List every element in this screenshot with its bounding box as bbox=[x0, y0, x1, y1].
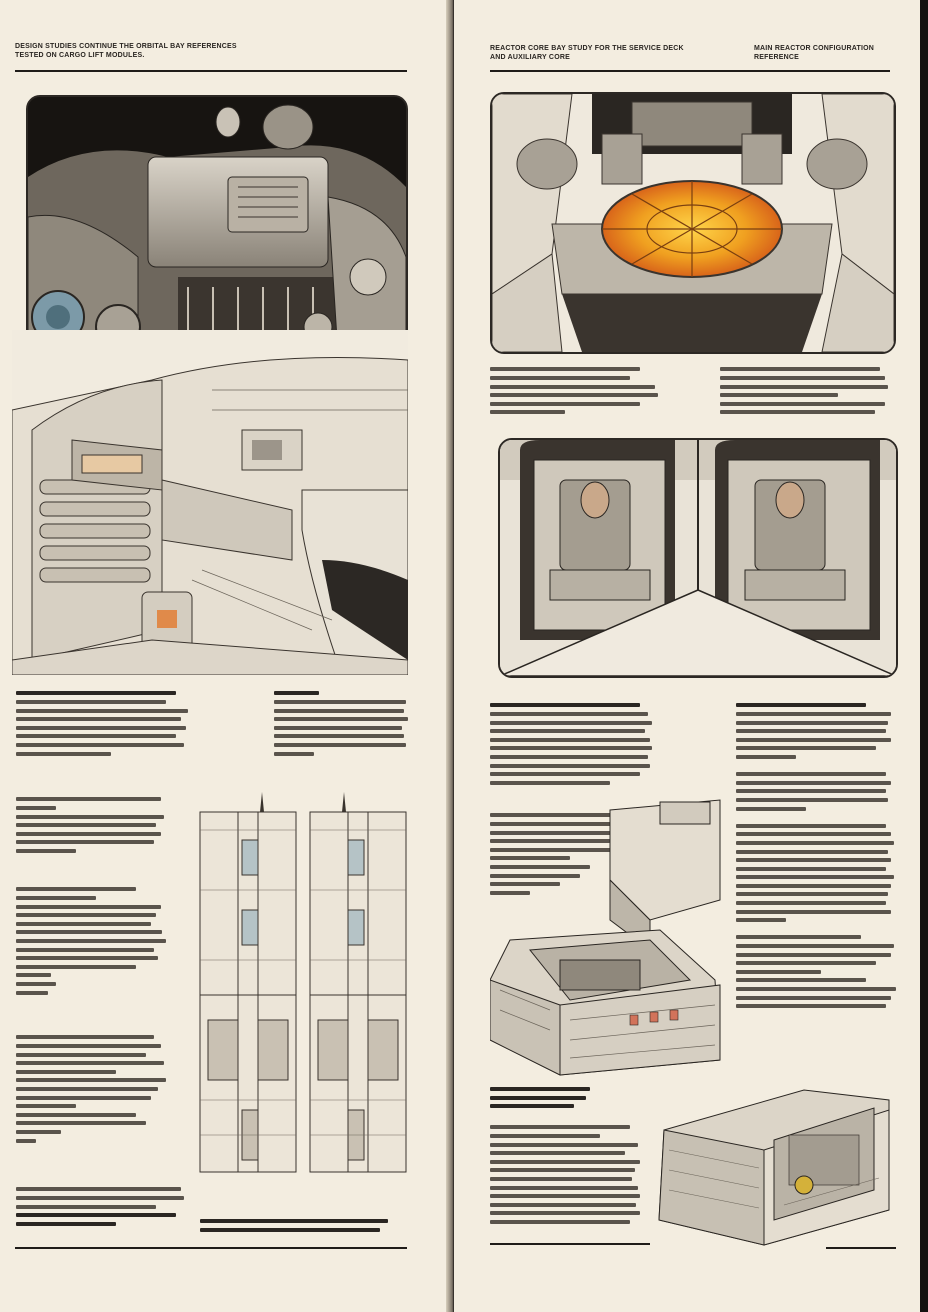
left-figure-caption bbox=[200, 1218, 390, 1235]
right-column-text-4 bbox=[490, 812, 640, 898]
right-page: REACTOR CORE BAY STUDY FOR THE SERVICE D… bbox=[454, 0, 928, 1312]
right-figure-caption bbox=[490, 1086, 600, 1112]
mech-engine-closeup-illustration bbox=[26, 95, 408, 357]
twin-crew-pods-illustration bbox=[498, 438, 898, 678]
left-header-rule bbox=[15, 70, 407, 72]
right-column-text-3 bbox=[490, 702, 660, 788]
page-edge-shadow bbox=[920, 0, 928, 1312]
right-column-text-2 bbox=[720, 366, 890, 418]
left-column-text-2 bbox=[274, 690, 409, 759]
left-header-line-2: TESTED ON CARGO LIFT MODULES. bbox=[15, 52, 145, 59]
left-header: DESIGN STUDIES CONTINUE THE ORBITAL BAY … bbox=[15, 42, 237, 60]
left-column-text-5 bbox=[16, 1034, 166, 1146]
left-header-line-1: DESIGN STUDIES CONTINUE THE ORBITAL BAY … bbox=[15, 43, 237, 50]
right-footer-rule-left bbox=[490, 1243, 650, 1245]
heavy-transport-vehicle-illustration bbox=[490, 790, 726, 1080]
right-column-text-1 bbox=[490, 366, 670, 418]
right-column-text-5 bbox=[736, 702, 896, 1011]
left-footer-rule bbox=[15, 1247, 407, 1249]
right-header-line-2: AND AUXILIARY CORE bbox=[490, 54, 570, 61]
left-column-text-3 bbox=[16, 796, 166, 856]
curved-hangar-deck-illustration bbox=[12, 330, 408, 675]
vertical-module-elevation-illustration bbox=[198, 790, 408, 1180]
right-header-rule bbox=[490, 70, 890, 72]
left-column-text-6 bbox=[16, 1186, 186, 1229]
right-header-line-1: REACTOR CORE BAY STUDY FOR THE SERVICE D… bbox=[490, 45, 684, 52]
left-column-text-1 bbox=[16, 690, 191, 759]
right-column-text-6 bbox=[490, 1124, 640, 1227]
cargo-container-module-illustration bbox=[654, 1080, 894, 1250]
right-header: REACTOR CORE BAY STUDY FOR THE SERVICE D… bbox=[490, 44, 684, 62]
right-footer-rule-right bbox=[826, 1247, 896, 1249]
left-column-text-4 bbox=[16, 886, 166, 998]
right-header-secondary: MAIN REACTOR CONFIGURATION REFERENCE bbox=[754, 44, 874, 62]
left-page: DESIGN STUDIES CONTINUE THE ORBITAL BAY … bbox=[0, 0, 452, 1312]
right-header-secondary-line-2: REFERENCE bbox=[754, 54, 799, 61]
reactor-core-chamber-illustration bbox=[490, 92, 896, 354]
right-header-secondary-line-1: MAIN REACTOR CONFIGURATION bbox=[754, 45, 875, 52]
